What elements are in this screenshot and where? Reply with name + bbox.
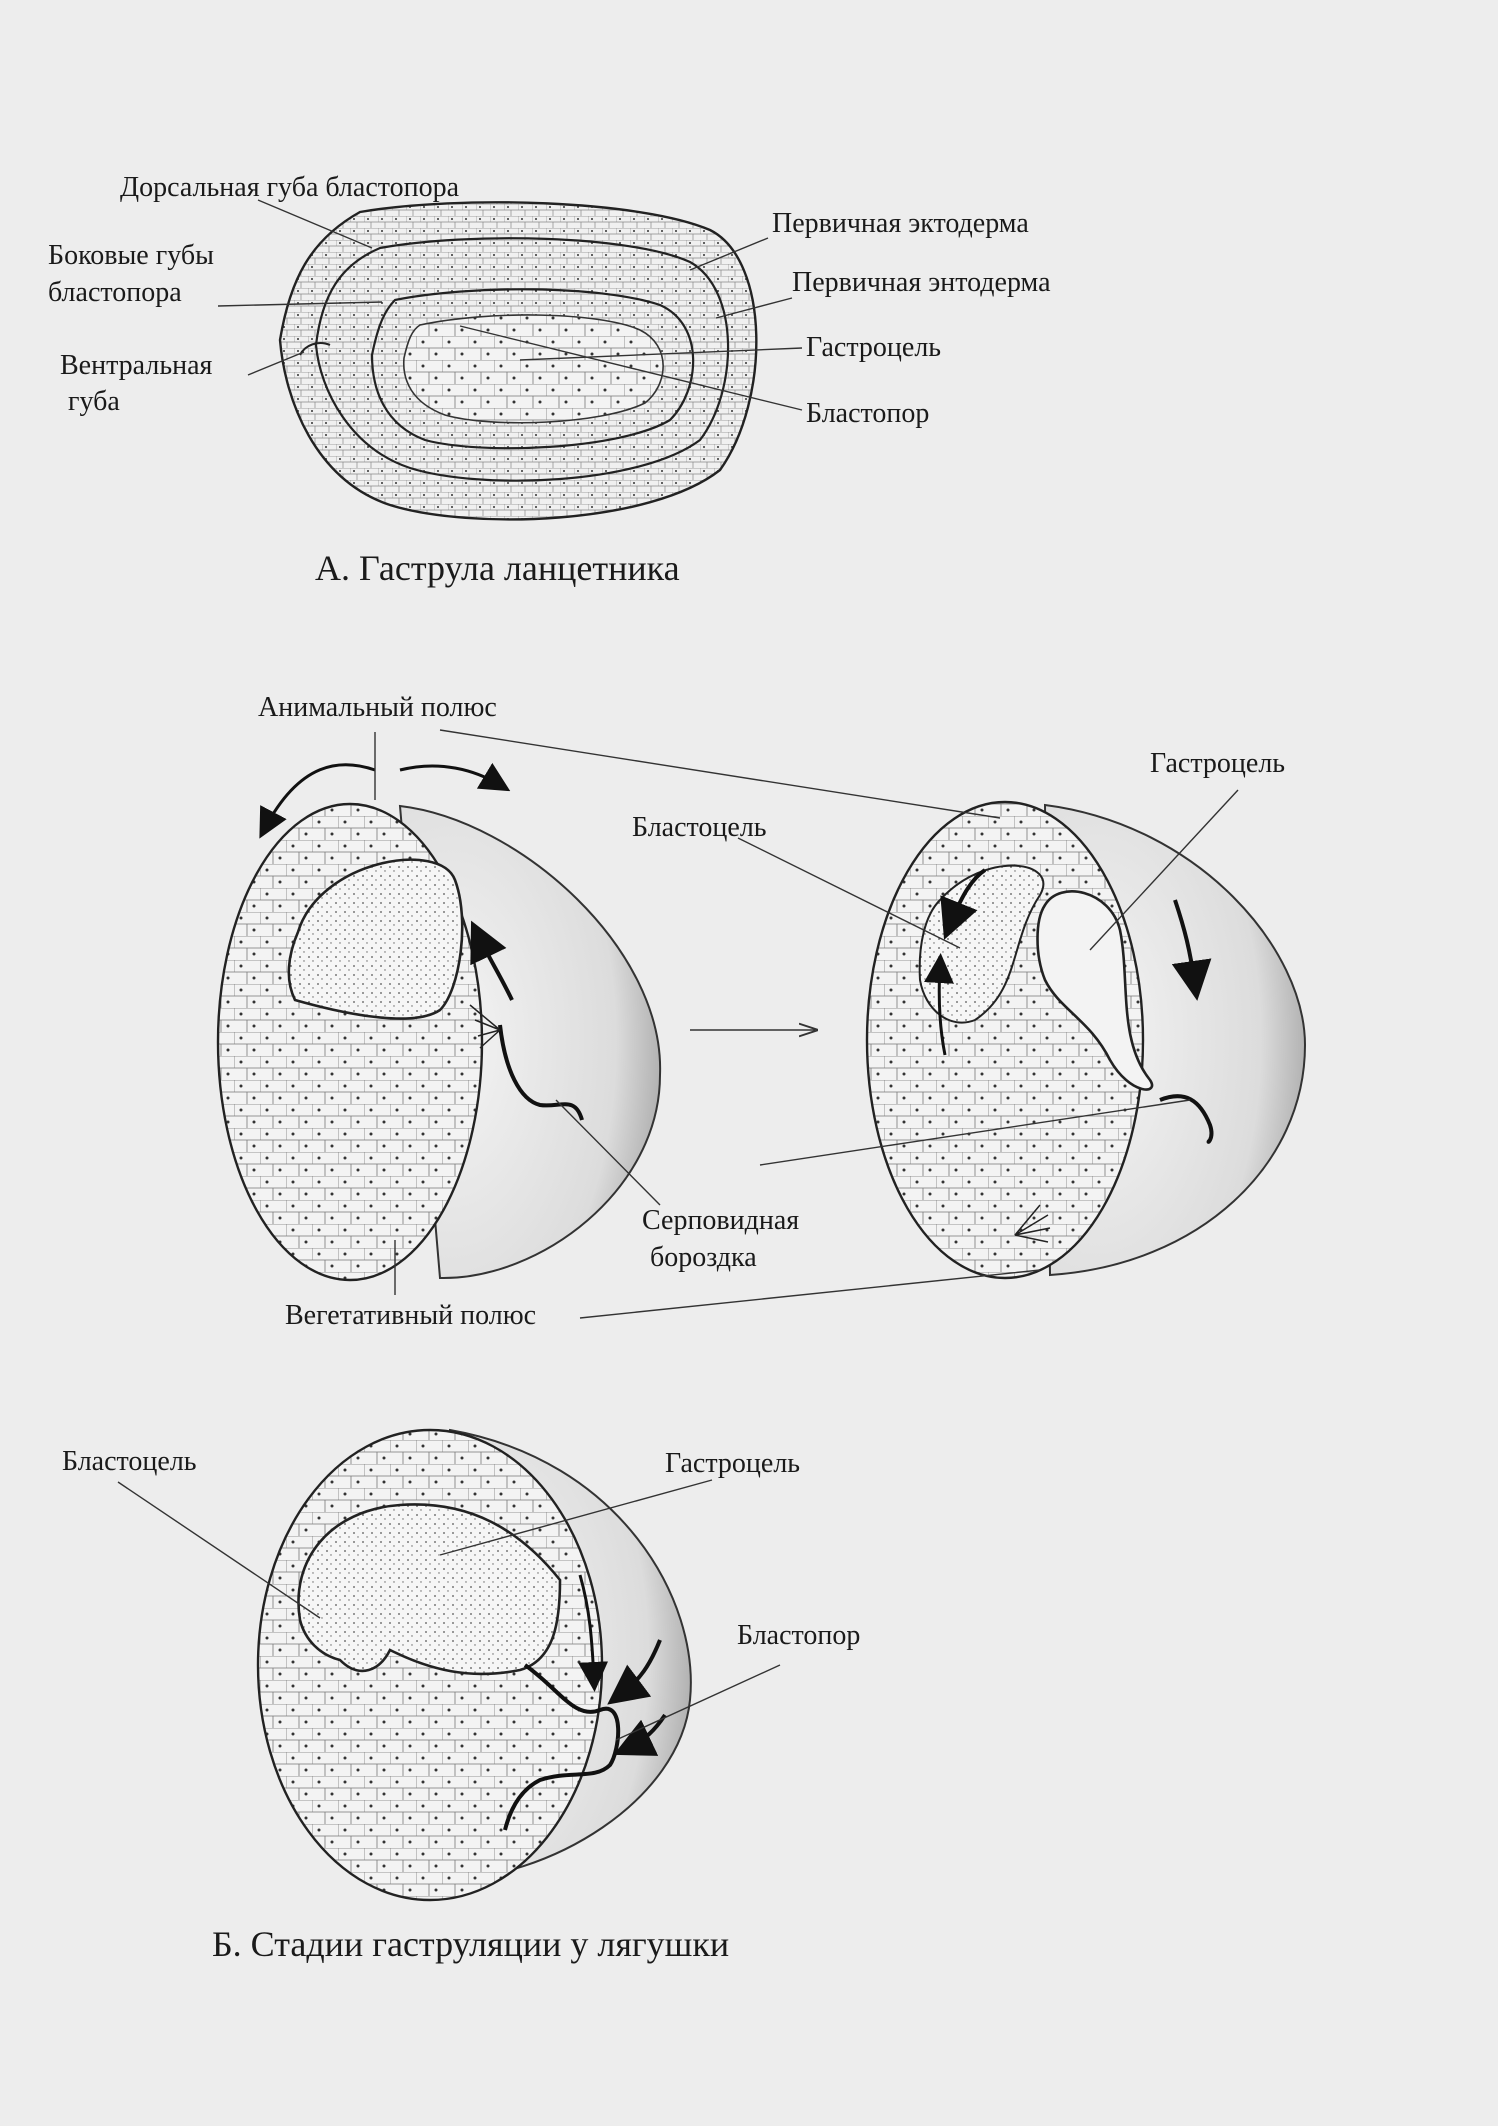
frog-stage-3 [256, 1428, 692, 1902]
label-blastocoel-b1: Бластоцель [632, 812, 767, 843]
frog-2-arrow-low-icon [923, 953, 954, 1056]
label-primary-ectoderm: Первичная эктодерма [772, 208, 1029, 239]
label-gastrocoel-b1: Гастроцель [1150, 748, 1286, 779]
frog-2-gastrocoel [1036, 890, 1154, 1091]
frog-2-fan-icon [1014, 1204, 1051, 1243]
label-blastopore-b: Бластопор [737, 1620, 861, 1651]
frog-1-fan-icon [469, 1004, 501, 1049]
label-dorsal-lip: Дорсальная губа бластопора [120, 172, 460, 203]
frog-3-groove [503, 1663, 621, 1831]
label-crescent-groove-line-2: бороздка [650, 1242, 757, 1273]
frog-1-arrow-top-icon [259, 763, 376, 839]
label-primary-endoderm: Первичная энтодерма [792, 267, 1051, 298]
label-lateral-lips-line-1: Боковые губы [48, 240, 214, 271]
lancelet-leader-lines [217, 199, 803, 411]
frog-stage-1 [216, 762, 662, 1282]
lancelet-ectoderm-inner [314, 237, 730, 482]
frog-1-groove [498, 1024, 584, 1121]
frog-row-leader-lines [374, 729, 1239, 1319]
lancelet-endoderm-outer [370, 288, 695, 450]
frog-3-leader-lines [117, 1479, 781, 1741]
label-animal-pole: Анимальный полюс [258, 692, 497, 723]
lancelet-gastrocoel-cavity [402, 314, 664, 424]
frog-1-arrow-up-icon [470, 920, 514, 1001]
label-gastrocoel-b2: Гастроцель [665, 1448, 801, 1479]
frog-2-arrow-right-icon [1171, 899, 1212, 1001]
label-gastrocoel-a: Гастроцель [806, 332, 942, 363]
label-vegetal-pole: Вегетативный полюс [285, 1300, 537, 1331]
label-crescent-groove-line-1: Серповидная [642, 1205, 800, 1236]
caption-a: А. Гаструла ланцетника [315, 548, 680, 588]
frog-3-arrow-down-icon [578, 1574, 609, 1692]
frog-stage-2 [865, 800, 1307, 1280]
frog-3-blastocoel [297, 1503, 562, 1676]
frog-3-arrow-in-top-icon [607, 1639, 662, 1705]
label-blastopore-a: Бластопор [806, 398, 930, 429]
label-ventral-lip-line-1: Вентральная [60, 350, 213, 381]
frog-1-arrow-top-right-icon [399, 762, 511, 792]
caption-b: Б. Стадии гаструляции у лягушки [212, 1924, 730, 1964]
label-blastocoel-b2: Бластоцель [62, 1446, 197, 1477]
frog-2-arrow-left-icon [940, 868, 987, 940]
label-ventral-lip-line-2: губа [68, 386, 120, 417]
frog-2-groove [1159, 1094, 1214, 1144]
label-lateral-lips-line-2: бластопора [48, 277, 182, 308]
lancelet-gastrula [278, 201, 758, 521]
frog-1-blastocoel [287, 858, 464, 1020]
